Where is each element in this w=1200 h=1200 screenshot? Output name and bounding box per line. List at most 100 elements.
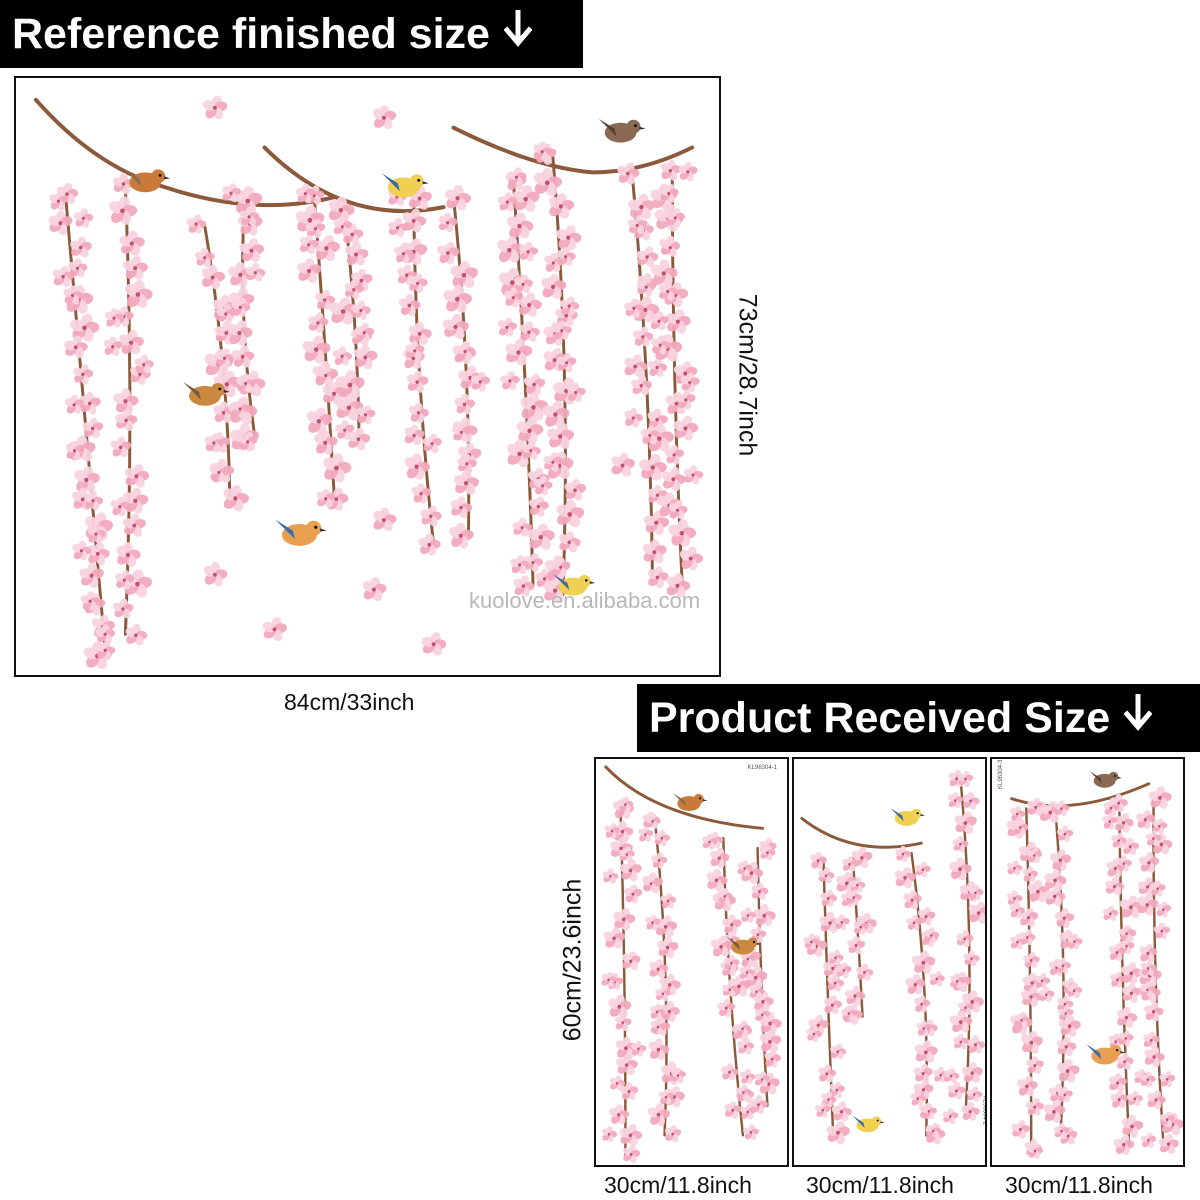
blossom-icon xyxy=(644,813,661,829)
blossom-icon xyxy=(442,313,469,340)
blossom-icon xyxy=(306,407,333,435)
blossom-icon xyxy=(333,216,353,237)
blossom-icon xyxy=(566,382,586,402)
blossom-icon xyxy=(239,238,265,263)
blossom-icon xyxy=(528,496,549,517)
blossom-icon xyxy=(723,954,740,971)
blossom-icon xyxy=(735,1084,752,1101)
blossom-icon xyxy=(1103,799,1120,816)
blossom-icon xyxy=(628,193,655,220)
blossom-icon xyxy=(231,345,255,368)
blossom-icon xyxy=(609,1075,626,1091)
blossom-icon xyxy=(551,557,571,577)
blossom-icon xyxy=(842,856,858,872)
blossom-icon xyxy=(556,246,576,266)
blossom-icon xyxy=(455,341,476,361)
blossom-icon xyxy=(497,236,524,263)
blossom-icon xyxy=(202,95,228,120)
blossom-icon xyxy=(1102,905,1119,921)
blossom-icon xyxy=(451,422,472,442)
blossom-icon xyxy=(453,470,480,495)
blossom-icon xyxy=(295,183,316,204)
blossom-icon xyxy=(739,1068,756,1085)
blossom-icon xyxy=(653,829,671,847)
blossom-icon xyxy=(546,423,575,449)
blossom-icon xyxy=(1159,1071,1176,1088)
blossom-icon xyxy=(420,505,442,527)
blossom-icon xyxy=(1118,938,1135,955)
bird-icon xyxy=(183,381,230,406)
blossom-icon xyxy=(915,861,931,878)
blossom-icon xyxy=(80,591,101,611)
blossom-icon xyxy=(1022,951,1040,968)
blossom-icon xyxy=(706,869,728,892)
blossom-icon xyxy=(630,375,652,396)
blossom-icon xyxy=(664,444,685,465)
blossom-icon xyxy=(421,632,447,656)
blossom-icon xyxy=(658,281,678,301)
bird-icon xyxy=(275,519,327,546)
blossom-icon xyxy=(953,1033,969,1050)
blossom-icon xyxy=(611,453,635,477)
blossom-icon xyxy=(1137,893,1159,916)
blossom-icon xyxy=(1114,812,1134,833)
blossom-icon xyxy=(640,425,660,445)
blossom-icon xyxy=(231,398,251,419)
blossom-icon xyxy=(506,167,527,187)
blossom-icon xyxy=(87,524,106,544)
blossom-icon xyxy=(408,321,432,345)
blossom-icon xyxy=(123,255,148,280)
blossom-icon xyxy=(315,289,336,310)
blossom-icon xyxy=(921,1103,937,1120)
blossom-icon xyxy=(527,523,555,550)
branch-icon xyxy=(604,765,764,830)
arrow-down-icon xyxy=(503,9,533,59)
blossom-icon xyxy=(556,499,585,528)
blossom-icon xyxy=(1056,1036,1077,1057)
blossom-icon xyxy=(443,284,472,313)
blossom-icon xyxy=(523,373,546,396)
reference-size-banner: Reference finished size xyxy=(0,0,583,68)
reference-artwork-frame xyxy=(14,76,721,677)
sheet-code: KL96304-3 xyxy=(998,759,1004,789)
blossom-icon xyxy=(1144,1046,1165,1068)
blossom-icon xyxy=(186,214,207,234)
blossom-icon xyxy=(647,357,668,377)
blossom-icon xyxy=(498,317,517,337)
blossom-icon xyxy=(823,995,843,1015)
blossom-icon xyxy=(552,320,572,340)
blossom-icon xyxy=(947,1081,966,1100)
sticker-sheet-1: KL96304-1 xyxy=(594,757,789,1167)
blossom-icon xyxy=(1067,982,1083,998)
blossom-icon xyxy=(739,964,756,981)
blossom-icon xyxy=(818,1064,837,1083)
blossom-icon xyxy=(666,309,691,334)
blossom-icon xyxy=(82,417,104,439)
sheet-1-width-label: 30cm/11.8inch xyxy=(604,1172,752,1198)
blossom-icon xyxy=(639,453,667,481)
blossom-icon xyxy=(1152,818,1168,835)
blossom-icon xyxy=(753,904,776,927)
blossom-icon xyxy=(411,483,432,504)
blossom-icon xyxy=(655,985,671,1002)
bird-icon xyxy=(1089,771,1122,788)
blossom-icon xyxy=(755,1006,771,1023)
blossom-icon xyxy=(968,884,984,901)
blossom-icon xyxy=(1110,1090,1129,1108)
blossom-icon xyxy=(422,433,442,453)
blossom-icon xyxy=(388,217,408,238)
sheet-2-artwork xyxy=(800,769,985,1145)
blossom-icon xyxy=(505,338,533,366)
blossom-icon xyxy=(958,999,974,1015)
blossom-icon xyxy=(1038,986,1055,1003)
blossom-icon xyxy=(1140,1071,1156,1088)
blossom-icon xyxy=(601,1126,618,1143)
blossom-icon xyxy=(316,488,336,508)
blossom-icon xyxy=(119,230,145,256)
blossom-icon xyxy=(533,475,553,496)
blossom-icon xyxy=(239,206,260,226)
reference-width-label: 84cm/33inch xyxy=(284,689,415,715)
blossom-icon xyxy=(354,344,378,370)
blossom-icon xyxy=(962,791,980,810)
blossom-icon xyxy=(79,562,104,588)
